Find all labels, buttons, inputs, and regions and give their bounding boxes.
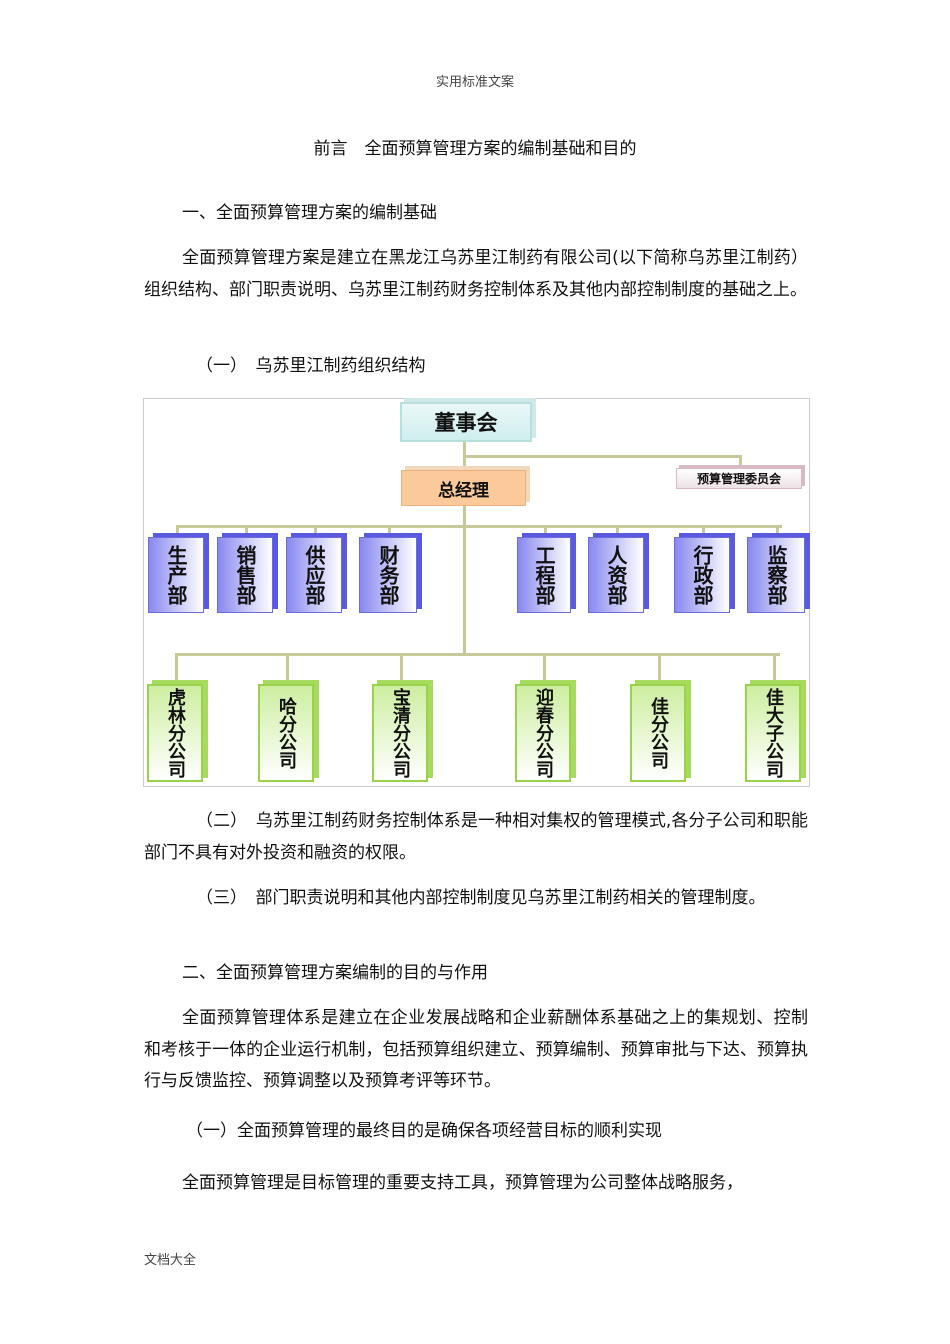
page-footer: 文档大全: [144, 1253, 197, 1268]
subsection-1-heading: （一） 乌苏里江制药组织结构: [196, 356, 426, 376]
subsidiary-node: 佳分公司: [630, 684, 686, 782]
subsidiary-node: 哈分公司: [258, 684, 314, 782]
paragraph-3: 全面预算管理是目标管理的重要支持工具，预算管理为公司整体战略服务，: [182, 1173, 743, 1193]
org-chart: 董事会 总经理 预算管理委员会 生产部销售部供应部财务部 工程部人资部行政部监察部…: [143, 398, 810, 787]
subsidiary-node: 佳大子公司: [745, 684, 801, 782]
subsection-4-heading: （一）全面预算管理的最终目的是确保各项经营目标的顺利实现: [186, 1121, 662, 1141]
section-2-heading: 二、全面预算管理方案编制的目的与作用: [182, 963, 488, 983]
department-node: 财务部: [359, 537, 417, 613]
department-node: 生产部: [148, 537, 204, 613]
department-node: 工程部: [517, 537, 571, 613]
subsidiary-node: 虎林分公司: [147, 684, 203, 782]
general-manager-node: 总经理: [401, 470, 526, 506]
subsection-2: （二） 乌苏里江制药财务控制体系是一种相对集权的管理模式,各分子公司和职能部门不…: [144, 811, 808, 863]
subsidiary-node: 宝清分公司: [372, 684, 428, 782]
paragraph-2: 全面预算管理体系是建立在企业发展战略和企业薪酬体系基础之上的集规划、控制和考核于…: [144, 1008, 808, 1091]
department-node: 行政部: [674, 537, 730, 613]
department-node: 供应部: [286, 537, 342, 613]
document-title: 前言 全面预算管理方案的编制基础和目的: [313, 139, 637, 159]
department-node: 销售部: [217, 537, 273, 613]
board-node: 董事会: [400, 402, 532, 442]
department-node: 人资部: [588, 537, 644, 613]
page-header: 实用标准文案: [435, 75, 514, 90]
subsidiary-node: 迎春分公司: [515, 684, 571, 782]
section-1-heading: 一、全面预算管理方案的编制基础: [182, 203, 437, 223]
budget-committee-node: 预算管理委员会: [676, 468, 802, 489]
paragraph-1: 全面预算管理方案是建立在黑龙江乌苏里江制药有限公司(以下简称乌苏里江制药）组织结…: [144, 248, 808, 300]
department-node: 监察部: [747, 537, 805, 613]
subsection-3: （三） 部门职责说明和其他内部控制制度见乌苏里江制药相关的管理制度。: [196, 888, 766, 908]
